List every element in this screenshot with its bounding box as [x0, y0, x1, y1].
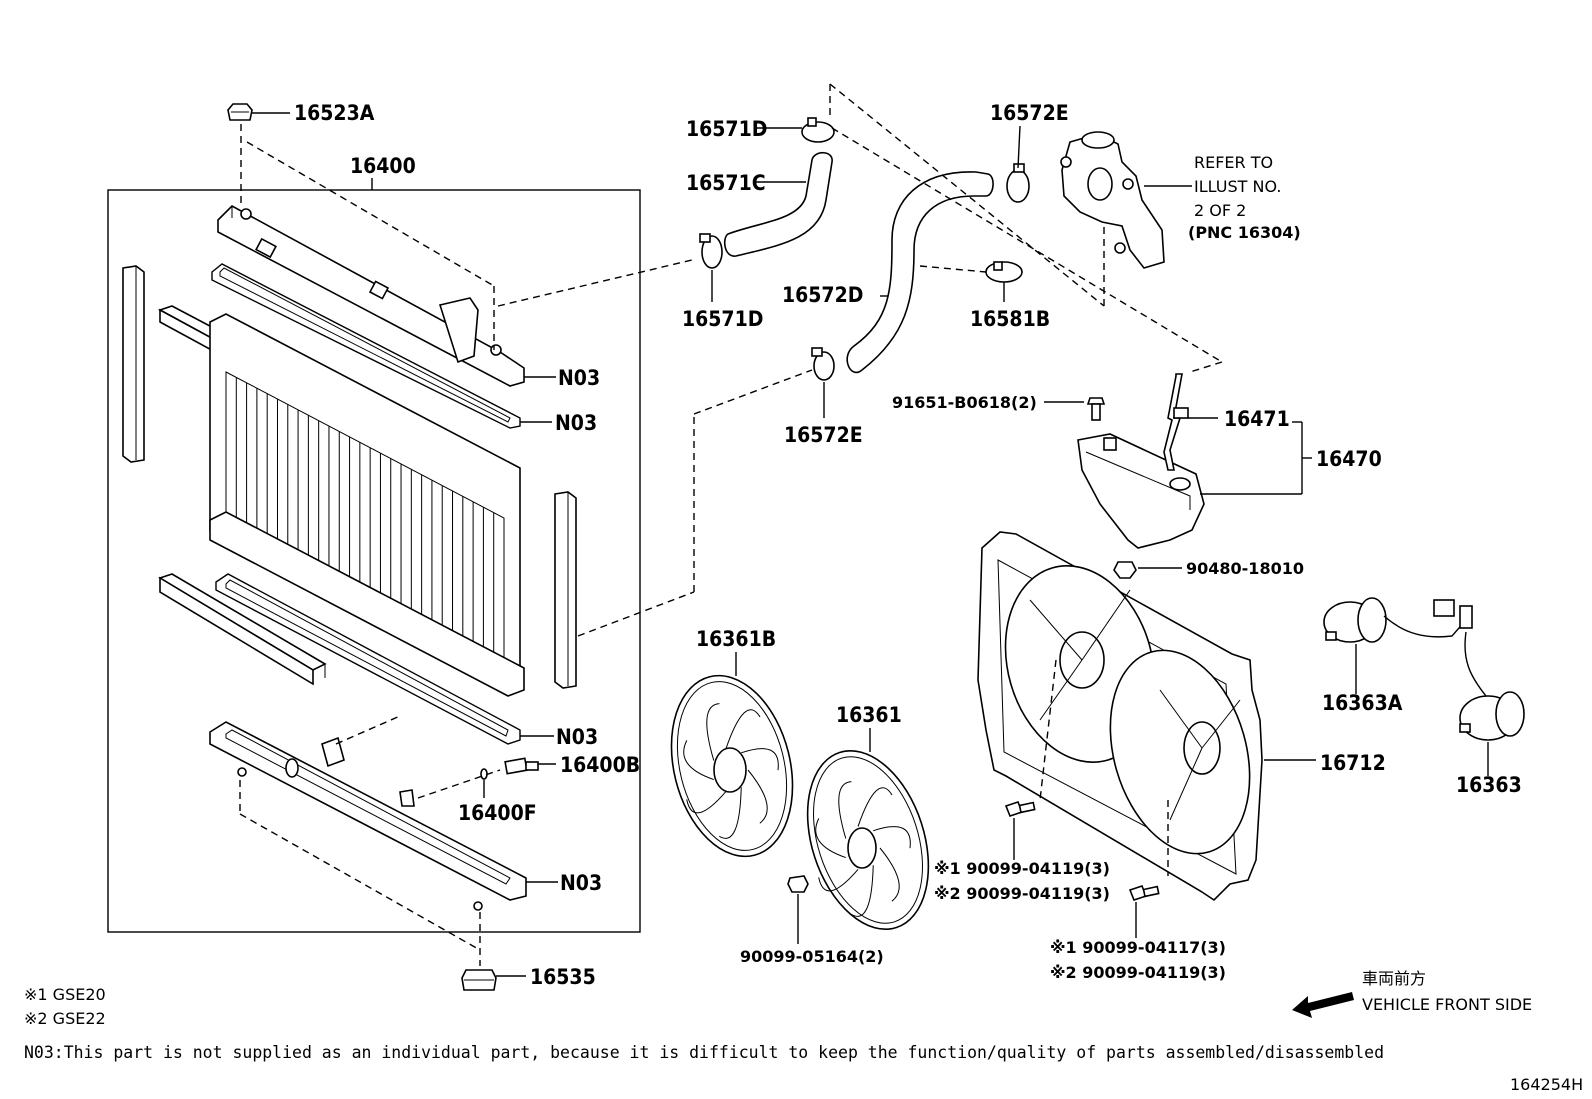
- label-16712: 16712: [1320, 751, 1386, 775]
- label-bolt-group1-gse22: ※2 90099-04119(3): [934, 884, 1110, 903]
- label-16471: 16471: [1224, 407, 1290, 431]
- label-16400B: 16400B: [560, 753, 640, 777]
- radiator-assembly-frame: [107, 189, 641, 933]
- fan-16361B: [670, 674, 794, 858]
- lower-seal-strip: [158, 573, 327, 686]
- label-bolt-group2-gse20: ※1 90099-04117(3): [1050, 938, 1226, 957]
- o-ring-16400F: [480, 768, 488, 780]
- bolt-91651-B0618: [1086, 397, 1106, 421]
- refer-line-1: REFER TO: [1194, 153, 1273, 172]
- hose-clamp-16581B: [985, 261, 1023, 283]
- legend-gse20: ※1 GSE20: [24, 985, 106, 1004]
- label-16523A: 16523A: [294, 101, 375, 125]
- clip-90480-18010: [1113, 561, 1137, 579]
- label-16571C: 16571C: [686, 171, 766, 195]
- label-n03-3: N03: [556, 725, 598, 749]
- hose-clamp-16572E-top: [1006, 163, 1030, 203]
- fan-16361: [806, 750, 930, 930]
- label-16581B: 16581B: [970, 307, 1050, 331]
- bolt-90099-04119-upper: [1004, 801, 1036, 817]
- diagram-code: 164254H: [1510, 1075, 1583, 1094]
- upper-gasket: [211, 263, 521, 429]
- label-16572E-bottom: 16572E: [784, 423, 863, 447]
- label-n03-4: N03: [560, 871, 602, 895]
- lower-gasket: [215, 573, 521, 745]
- side-seal-right: [554, 491, 577, 689]
- side-seal-left: [122, 265, 145, 463]
- label-16572D: 16572D: [782, 283, 863, 307]
- fan-shroud-16712: [977, 531, 1263, 902]
- label-n03-1: N03: [558, 366, 600, 390]
- label-16535: 16535: [530, 965, 596, 989]
- water-outlet-housing: [1060, 131, 1165, 269]
- label-91651-B0618: 91651-B0618(2): [892, 393, 1037, 412]
- label-16572E-top: 16572E: [990, 101, 1069, 125]
- lower-hose-16572D: [846, 171, 994, 374]
- label-16361: 16361: [836, 703, 902, 727]
- radiator-lower-tank: [209, 721, 527, 911]
- cushion-16523A: [227, 103, 253, 121]
- label-16363A: 16363A: [1322, 691, 1403, 715]
- radiator-core: [209, 313, 525, 697]
- label-bolt-group2-gse22: ※2 90099-04119(3): [1050, 963, 1226, 982]
- label-16470: 16470: [1316, 447, 1382, 471]
- hose-clamp-16571D-top: [801, 117, 835, 143]
- fan-motor-16363A: [1323, 597, 1473, 643]
- direction-en: VEHICLE FRONT SIDE: [1362, 995, 1532, 1014]
- label-16361B: 16361B: [696, 627, 776, 651]
- refer-line-4: (PNC 16304): [1188, 223, 1301, 242]
- n03-note: N03:This part is not supplied as an indi…: [24, 1043, 1384, 1062]
- label-16400F: 16400F: [458, 801, 537, 825]
- reservoir-tank-16470: [1077, 433, 1205, 549]
- upper-hose-16571C: [723, 151, 833, 257]
- label-16571D-top: 16571D: [686, 117, 767, 141]
- label-bolt-group1-gse20: ※1 90099-04119(3): [934, 859, 1110, 878]
- drain-cock-16400B: [504, 757, 539, 775]
- label-90480-18010: 90480-18010: [1186, 559, 1304, 578]
- bolt-90099-04117-lower: [1128, 885, 1160, 901]
- refer-line-2: ILLUST NO.: [1194, 177, 1281, 196]
- vehicle-front-arrow: [1292, 992, 1354, 1018]
- hose-clamp-16571D-bottom: [699, 233, 723, 269]
- reservoir-hose-16471: [1163, 373, 1189, 471]
- fan-motor-16363: [1459, 631, 1525, 741]
- cushion-16535: [461, 969, 497, 991]
- label-90099-05164: 90099-05164(2): [740, 947, 884, 966]
- label-16363: 16363: [1456, 773, 1522, 797]
- hose-clamp-16572E-bottom: [811, 347, 835, 381]
- refer-line-3: 2 OF 2: [1194, 201, 1246, 220]
- label-16571D-bottom: 16571D: [682, 307, 763, 331]
- label-16400: 16400: [350, 154, 416, 178]
- label-n03-2: N03: [555, 411, 597, 435]
- direction-jp: 車両前方: [1362, 969, 1426, 988]
- nut-90099-05164: [787, 875, 809, 893]
- legend-gse22: ※2 GSE22: [24, 1009, 106, 1028]
